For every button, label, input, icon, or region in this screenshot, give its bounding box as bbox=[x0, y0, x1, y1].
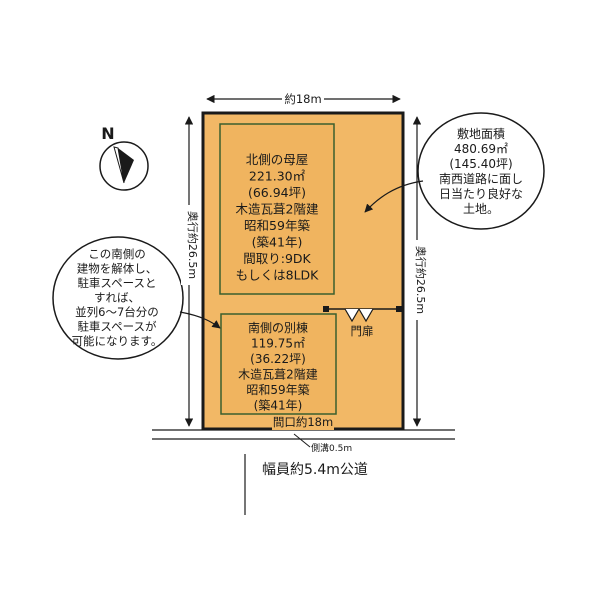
gate-door-icon bbox=[344, 308, 374, 323]
gate bbox=[323, 306, 402, 323]
gate-label: 門扉 bbox=[351, 324, 374, 338]
site-area-line: 土地。 bbox=[463, 202, 499, 216]
main-house-line: (66.94坪) bbox=[248, 185, 306, 200]
ditch-label: 側溝0.5m bbox=[311, 442, 352, 454]
annex-line: (築41年) bbox=[254, 398, 303, 413]
main-house-line: もしくは8LDK bbox=[236, 268, 320, 283]
site-area-bubble bbox=[364, 112, 545, 230]
parking-note-text: この南側の建物を解体し、駐車スペースとすれば、並列6〜7台分の駐車スペースが可能… bbox=[72, 247, 163, 348]
site-area-line: 日当たり良好な bbox=[439, 186, 523, 201]
parking-note-line: 駐車スペースが bbox=[77, 320, 157, 334]
ditch-indicator bbox=[293, 433, 311, 448]
compass-north-icon bbox=[99, 141, 149, 191]
annex-line: (36.22坪) bbox=[250, 352, 306, 366]
depth-right-label: 奥行約26.5m bbox=[414, 246, 428, 314]
main-house-line: 木造瓦葺2階建 bbox=[236, 202, 319, 217]
annex-outline bbox=[220, 313, 337, 415]
main-house-line: 間取り:9DK bbox=[243, 251, 311, 266]
main-house-line: 北側の母屋 bbox=[246, 152, 309, 167]
parking-note-line: この南側の bbox=[88, 247, 146, 261]
parking-note-line: すれば、 bbox=[94, 291, 140, 305]
site-area-line: 南西道路に面し bbox=[439, 171, 523, 186]
parking-note-line: 並列6〜7台分の bbox=[75, 305, 159, 319]
site-area-line: (145.40坪) bbox=[449, 157, 512, 171]
north-label: N bbox=[101, 124, 114, 143]
annex-line: 119.75㎡ bbox=[251, 337, 305, 351]
width-top-label: 約18m bbox=[284, 92, 321, 106]
parking-note-line: 建物を解体し、 bbox=[77, 262, 158, 276]
parking-note-bubble bbox=[52, 236, 221, 360]
main-house-line: 昭和59年築 bbox=[244, 218, 310, 233]
parking-note-line: 可能になります。 bbox=[72, 334, 163, 348]
main-house-outline bbox=[219, 123, 335, 295]
parking-note-line: 駐車スペースと bbox=[77, 276, 156, 290]
site-area-line: 敷地面積 bbox=[457, 126, 505, 141]
site-area-line: 480.69㎡ bbox=[454, 142, 508, 156]
road-label: 幅員約5.4m公道 bbox=[262, 462, 368, 478]
annex-line: 木造瓦葺2階建 bbox=[238, 367, 318, 382]
annex-line: 昭和59年築 bbox=[246, 382, 309, 397]
annex-line: 南側の別棟 bbox=[248, 320, 308, 335]
frontage-label: 間口約18m bbox=[273, 415, 333, 429]
main-house-line: 221.30㎡ bbox=[249, 169, 306, 184]
depth-left-label: 奥行約26.5m bbox=[186, 211, 200, 279]
main-house-line: (築41年) bbox=[252, 235, 303, 250]
